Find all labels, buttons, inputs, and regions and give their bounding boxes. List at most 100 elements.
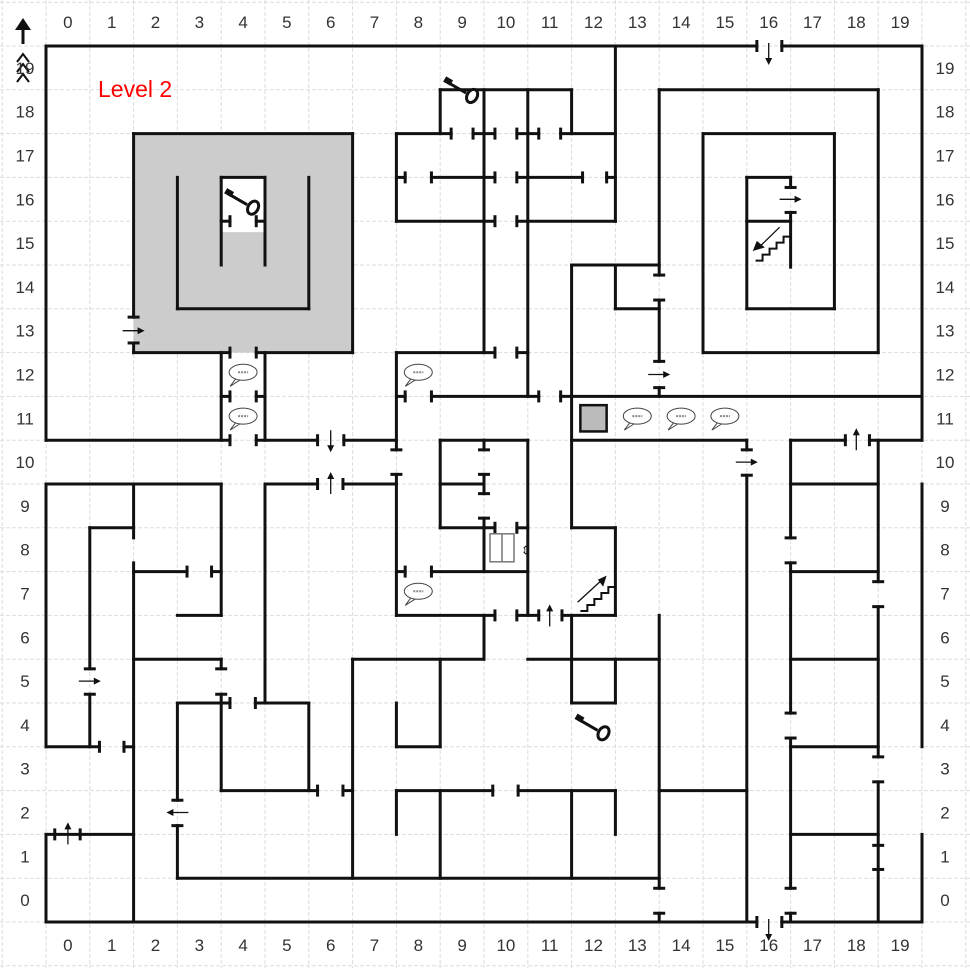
door [316,784,345,797]
column-label-top: 2 [151,13,160,32]
map-icons: ⇕ [15,18,860,941]
door [185,565,214,578]
row-label-right: 7 [940,585,949,604]
one-way-arrow-icon [735,458,758,466]
column-label-top: 17 [803,13,822,32]
column-label-bottom: 0 [63,936,72,955]
one-way-arrow-icon [64,822,72,845]
door [537,609,564,622]
door [581,171,609,184]
stairs-down-icon [752,226,791,262]
door [449,127,475,140]
door [537,127,563,140]
door [390,448,403,476]
column-label-bottom: 18 [847,936,866,955]
door [478,492,490,520]
row-label-right: 19 [936,59,955,78]
row-label-left: 18 [16,103,35,122]
row-label-right: 12 [936,366,955,385]
door [653,886,666,915]
chevron-icon [16,52,30,63]
column-label-bottom: 10 [496,936,515,955]
column-label-bottom: 17 [803,936,822,955]
column-label-top: 16 [759,13,778,32]
door [493,215,519,228]
column-label-top: 11 [541,13,559,32]
door [493,521,519,534]
door [843,434,871,447]
row-label-left: 0 [20,891,29,910]
level-title: Level 2 [98,76,173,102]
door [97,740,126,753]
door [784,711,797,740]
column-label-bottom: 7 [370,936,379,955]
column-label-bottom: 5 [282,936,291,955]
door [127,315,140,345]
door [228,215,258,228]
column-label-top: 15 [715,13,734,32]
one-way-arrow-icon [765,919,773,941]
row-label-right: 18 [936,103,955,122]
door [872,580,885,609]
door [228,346,258,359]
column-label-top: 13 [628,13,647,32]
column-label-bottom: 3 [195,936,204,955]
door [403,390,433,403]
column-label-bottom: 14 [672,936,691,955]
doors [53,40,885,928]
door [316,478,345,490]
column-label-top: 9 [457,13,466,32]
column-label-top: 5 [282,13,291,32]
speech-bubble-icon [710,407,740,431]
speech-bubble-icon [228,363,258,387]
column-label-top: 3 [195,13,204,32]
column-label-bottom: 9 [457,936,466,955]
key-icon [224,188,261,216]
key-icon [574,713,611,742]
row-label-left: 11 [16,409,34,428]
door [537,390,563,403]
column-label-top: 1 [107,13,116,32]
door [228,390,258,403]
chevron-icon [16,72,30,83]
speech-bubble-icon [403,363,433,387]
door [872,843,885,871]
row-label-right: 6 [940,628,949,647]
row-label-left: 8 [20,541,29,560]
stairs-up-icon [577,575,616,613]
column-label-bottom: 8 [414,936,423,955]
door [872,755,885,784]
row-label-left: 2 [20,804,29,823]
door [491,784,520,797]
row-label-right: 16 [936,190,955,209]
one-way-arrow-icon [327,472,335,494]
column-label-bottom: 2 [151,936,160,955]
one-way-arrow-icon [122,327,145,335]
one-way-arrow-icon [166,809,189,816]
row-label-right: 0 [940,891,949,910]
row-label-right: 11 [936,409,954,428]
door [784,185,797,214]
row-label-left: 15 [16,234,35,253]
column-label-top: 18 [847,13,866,32]
row-label-right: 10 [936,453,955,472]
door [316,434,346,447]
row-label-right: 9 [940,497,949,516]
row-label-left: 19 [16,59,35,78]
column-label-top: 14 [672,13,691,32]
row-label-right: 5 [940,672,949,691]
door [493,171,519,184]
door [653,273,666,302]
row-label-right: 4 [940,716,949,735]
elevator-icon: ⇕ [489,533,531,563]
column-label-bottom: 13 [628,936,647,955]
row-label-left: 6 [20,628,29,647]
row-label-left: 4 [20,716,29,735]
one-way-arrow-icon [648,371,671,378]
row-label-left: 9 [20,497,29,516]
row-label-right: 8 [940,541,949,560]
column-label-top: 6 [326,13,335,32]
row-label-left: 10 [16,453,35,472]
door [653,359,666,390]
